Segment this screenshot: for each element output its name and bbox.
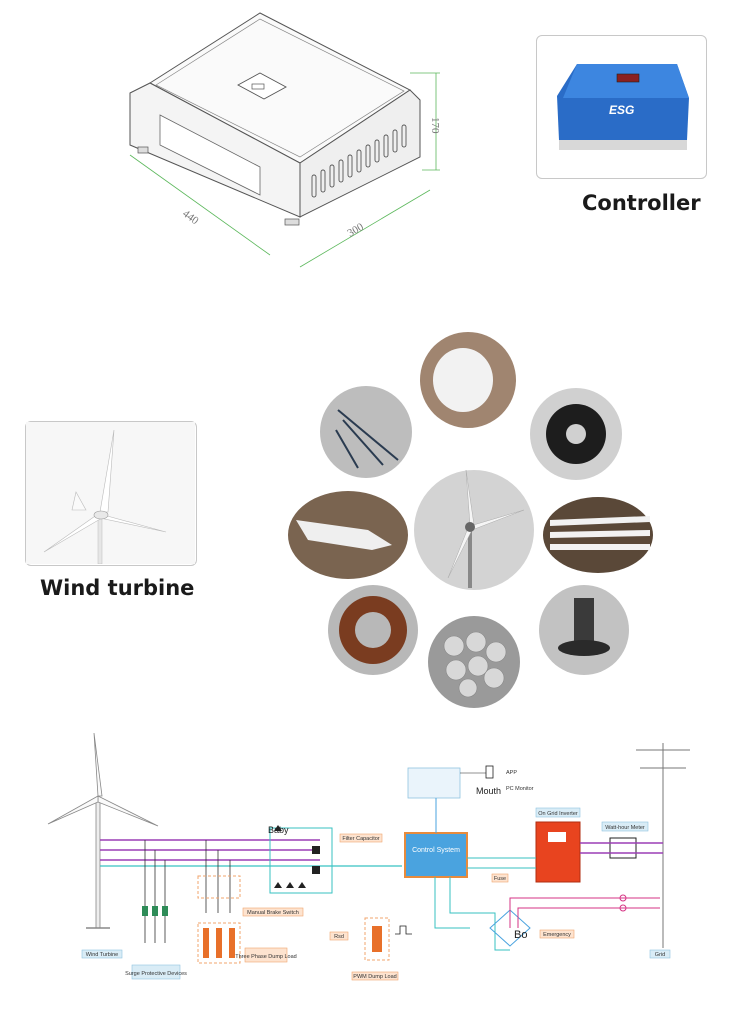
watt-hour-meter-label: Watt-hour Meter: [605, 825, 645, 831]
controller-badge: ESG: [609, 103, 634, 117]
pc-monitor-label: PC Monitor: [506, 786, 534, 792]
filter-capacitor-label: Filter Capacitor: [342, 836, 379, 842]
surge-protective-devices-label: Surge Protective Devices: [125, 971, 187, 977]
cables-photo: [320, 386, 412, 478]
controller-line-drawing: 440 300 170: [129, 12, 441, 268]
wind-turbine-caption: Wind turbine: [40, 576, 195, 600]
dimension-height: 170: [429, 117, 441, 134]
manual-brake-switch-label: Manual Brake Switch: [247, 910, 299, 916]
center-turbine-photo: [414, 469, 534, 590]
pwm-dump-load-label: PWM Dump Load: [353, 974, 396, 980]
dimension-width: 300: [346, 221, 367, 240]
fuse-label: Fuse: [494, 876, 506, 882]
on-grid-inverter-label: On Grid Inverter: [538, 811, 578, 817]
parts-collage: [288, 332, 653, 708]
controller-photo-frame: ESG: [536, 35, 707, 179]
wind-turbine-photo: [26, 422, 195, 565]
diagram-wind-turbine: [47, 732, 159, 929]
rsd-label: Rsd: [334, 934, 344, 940]
system-wiring-diagram: Control System APP PC Monitor Mouth On G…: [47, 732, 690, 981]
three-phase-dump-load-label: Three Phase Dump Load: [235, 954, 296, 960]
emergency-label: Emergency: [543, 932, 571, 938]
wind-turbine-photo-frame: [25, 421, 197, 566]
app-label: APP: [506, 770, 517, 776]
wind-turbine-label: Wind Turbine: [86, 952, 118, 958]
mouth-label: Mouth: [476, 786, 501, 796]
bo-label: Bo: [514, 929, 527, 941]
baby-label: Baby: [268, 825, 289, 835]
dimension-length: 440: [180, 208, 201, 228]
grid-label: Grid: [655, 952, 665, 958]
control-system-label: Control System: [412, 847, 460, 854]
controller-caption: Controller: [582, 191, 701, 215]
controller-photo: ESG: [557, 64, 689, 150]
